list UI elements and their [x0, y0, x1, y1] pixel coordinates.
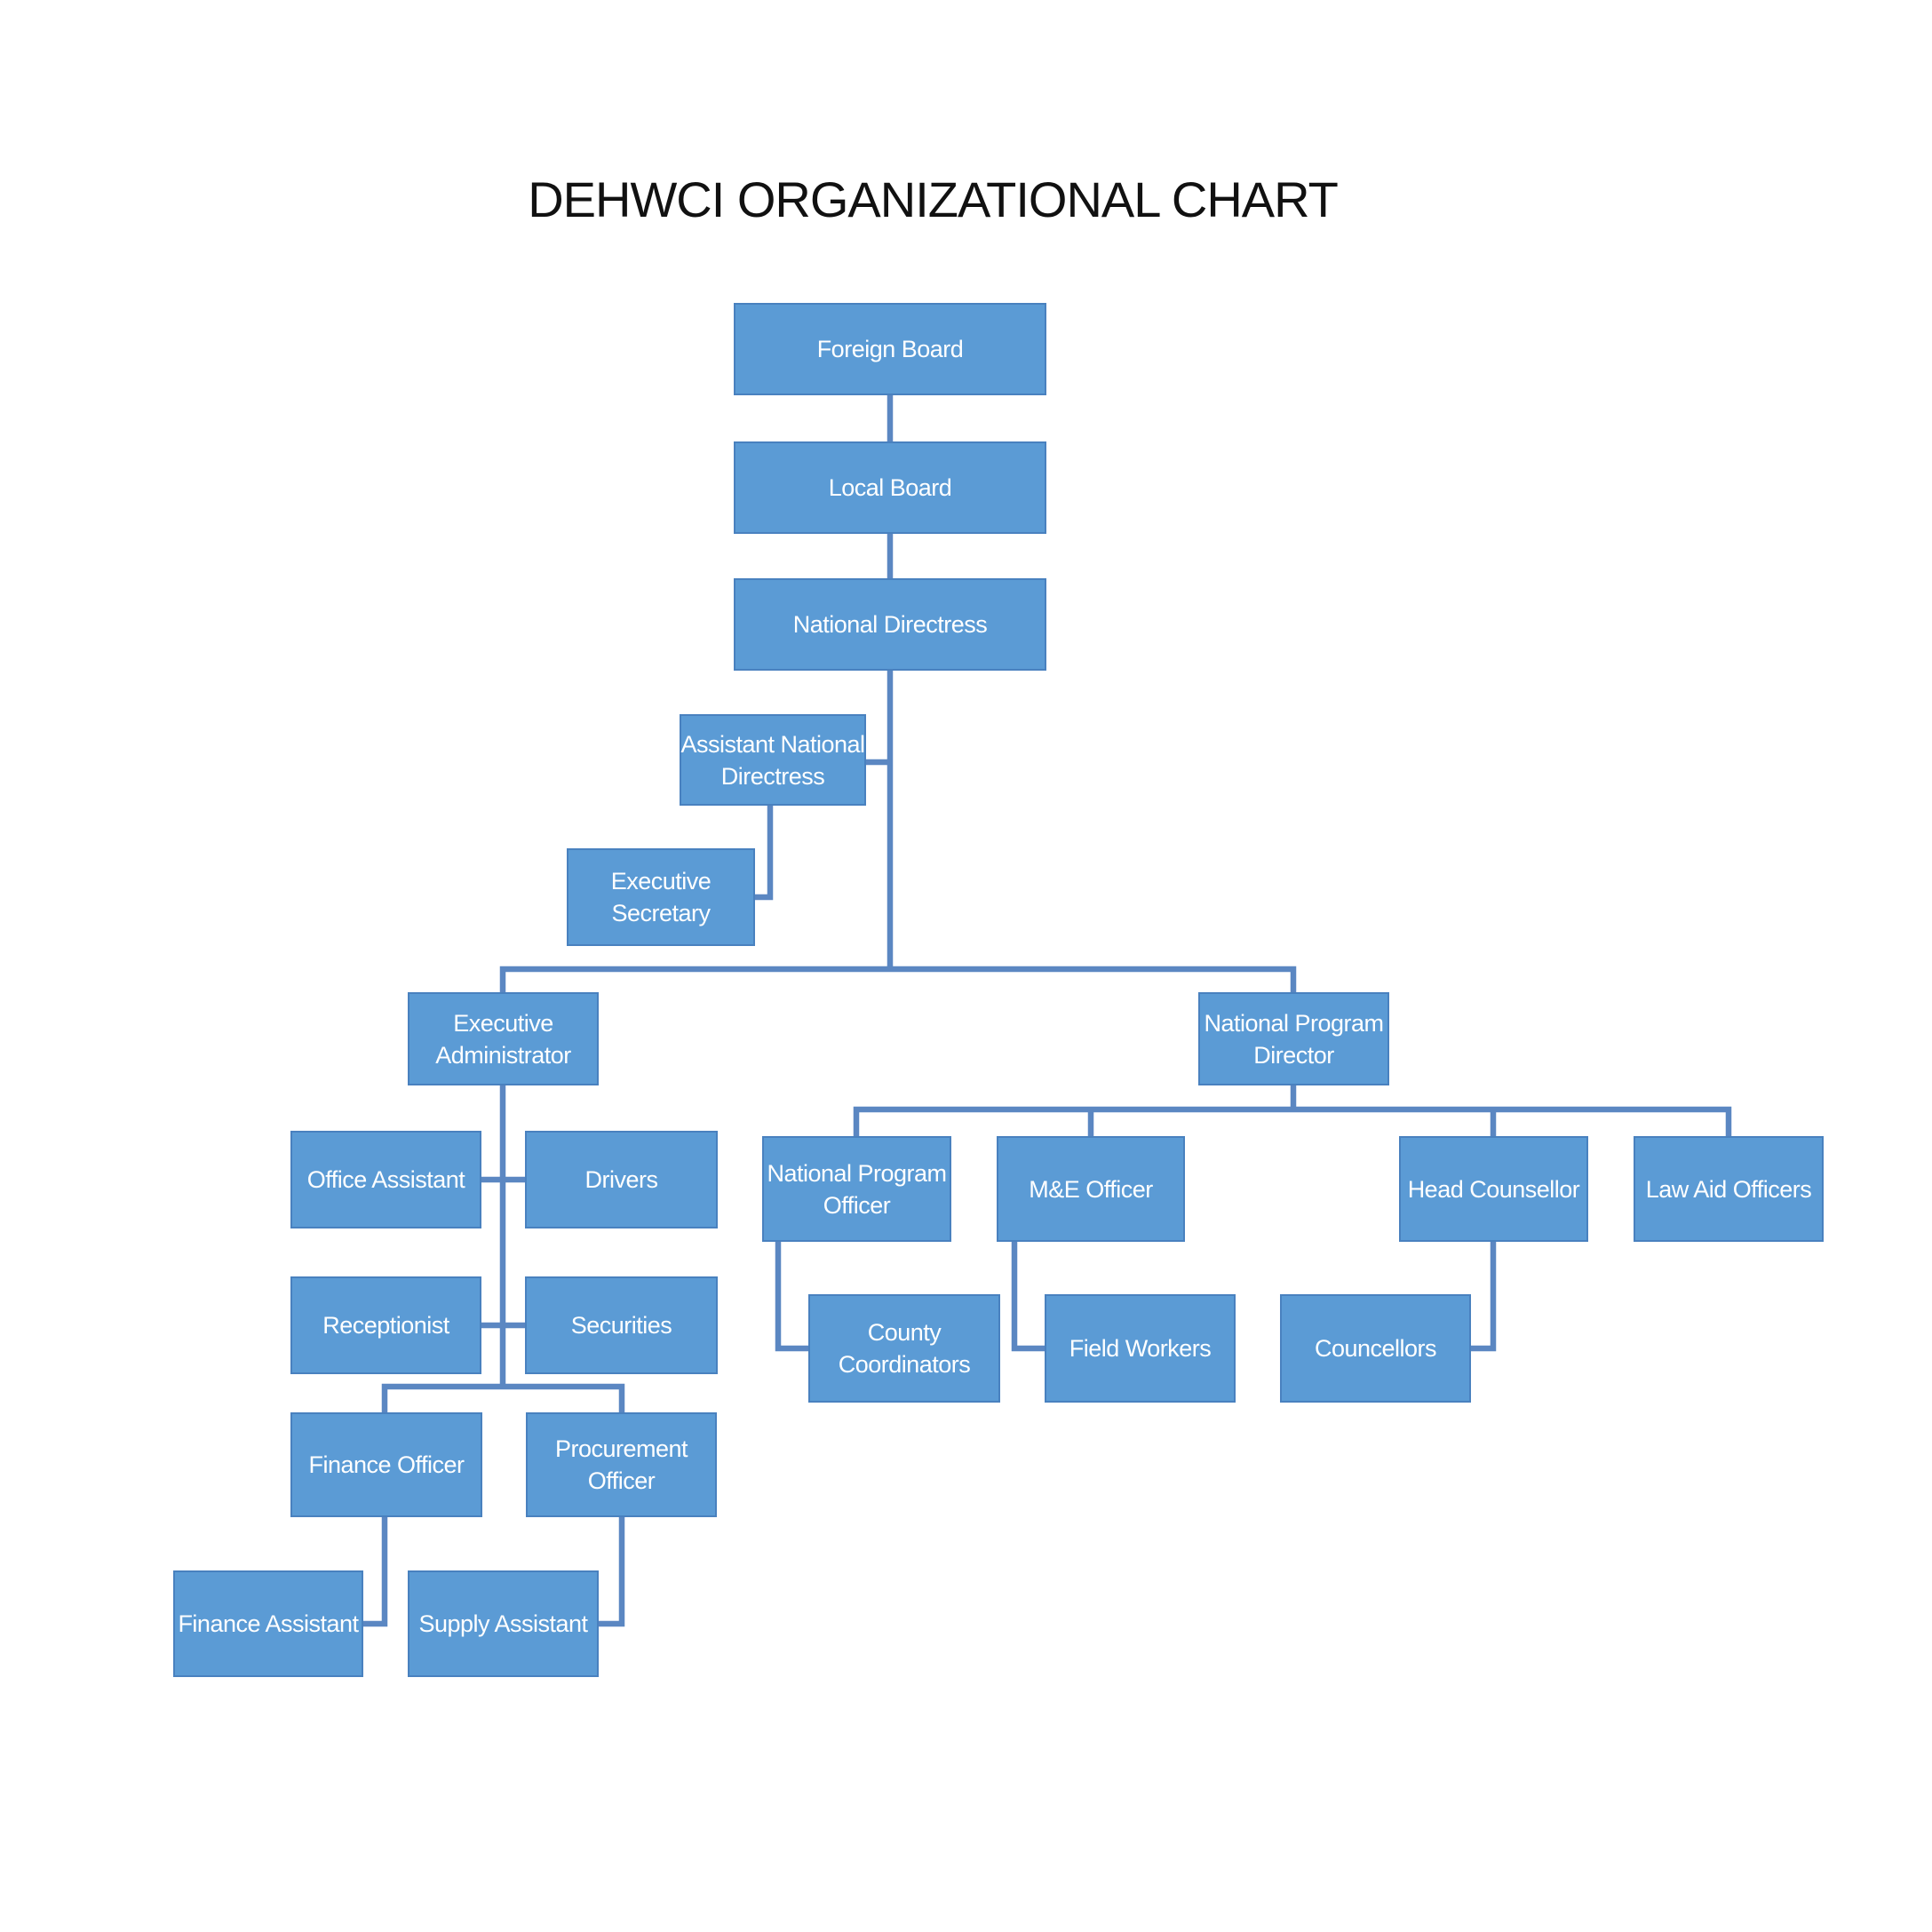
connector-finance-branch — [381, 1383, 625, 1412]
node-executive-administrator: Executive Administrator — [408, 992, 599, 1085]
node-foreign-board: Foreign Board — [734, 303, 1046, 395]
connector-director-branch — [853, 1106, 1732, 1136]
node-procurement-officer: Procurement Officer — [526, 1412, 717, 1517]
connector-procurement-to-supply — [599, 1517, 625, 1627]
node-drivers: Drivers — [525, 1131, 718, 1228]
node-councellors: Councellors — [1280, 1294, 1471, 1403]
node-national-directress: National Directress — [734, 578, 1046, 671]
node-supply-assistant: Supply Assistant — [408, 1570, 599, 1677]
chart-title: DEHWCI ORGANIZATIONAL CHART — [528, 171, 1339, 227]
node-me-officer: M&E Officer — [997, 1136, 1185, 1242]
node-head-counsellor: Head Counsellor — [1399, 1136, 1588, 1242]
node-county-coordinators: County Coordinators — [808, 1294, 1000, 1403]
node-field-workers: Field Workers — [1045, 1294, 1236, 1403]
node-securities: Securities — [525, 1276, 718, 1374]
node-law-aid-officers: Law Aid Officers — [1634, 1136, 1824, 1242]
connector-npo-to-county — [775, 1242, 808, 1352]
node-assistant-national-directress: Assistant National Directress — [680, 714, 866, 806]
node-finance-officer: Finance Officer — [290, 1412, 482, 1517]
node-national-program-officer: National Program Officer — [762, 1136, 951, 1242]
connector-me-to-fieldworkers — [1011, 1242, 1045, 1352]
connector-assistant-to-secretary — [755, 806, 774, 901]
connector-head-to-councellors — [1471, 1242, 1497, 1352]
connector-top-branch — [499, 966, 1297, 992]
connector-finance-to-assistant — [363, 1517, 388, 1627]
node-executive-secretary: Executive Secretary — [567, 848, 755, 946]
node-office-assistant: Office Assistant — [290, 1131, 481, 1228]
node-receptionist: Receptionist — [290, 1276, 481, 1374]
node-local-board: Local Board — [734, 441, 1046, 534]
node-finance-assistant: Finance Assistant — [173, 1570, 363, 1677]
node-national-program-director: National Program Director — [1198, 992, 1389, 1085]
